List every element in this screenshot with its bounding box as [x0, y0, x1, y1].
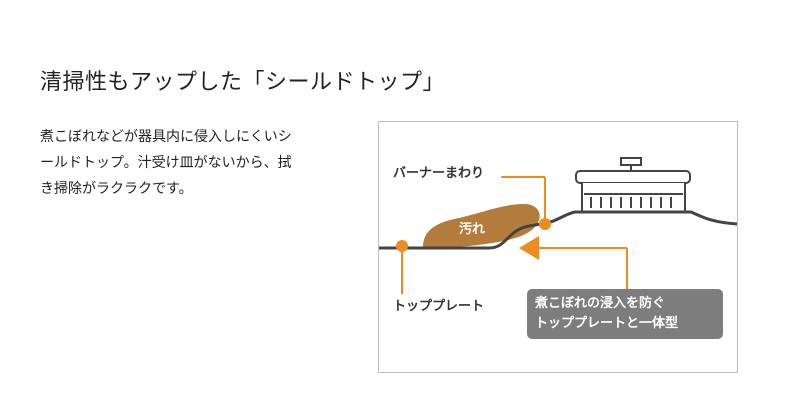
shield-top-diagram: バーナーまわり 汚れ トッププレート 煮こぼれの浸入を防ぐ トッププレートと一体…: [378, 121, 738, 373]
burner-body: [575, 157, 691, 213]
callout-line: トッププレートと一体型: [535, 316, 679, 331]
page-heading: 清掃性もアップした「シールドトップ」: [40, 70, 446, 95]
burner-area-label: バーナーまわり: [393, 166, 485, 181]
callout-line: 煮こぼれの浸入を防ぐ: [535, 296, 666, 311]
plate-point-dot: [396, 240, 408, 252]
callout-box: 煮こぼれの浸入を防ぐ トッププレートと一体型: [527, 289, 723, 339]
stain-label: 汚れ: [459, 222, 486, 237]
arrow-shape: [519, 236, 539, 260]
description-line: ールドトップ。汁受け皿がないから、拭: [40, 155, 292, 171]
top-plate-line: [379, 210, 737, 250]
description-line: き掃除がラクラクです。: [40, 181, 193, 197]
burner-ports: [590, 197, 672, 208]
description-text: 煮こぼれなどが器具内に侵入しにくいシ ールドトップ。汁受け皿がないから、拭 き掃…: [40, 124, 340, 202]
burner-point-dot: [539, 218, 551, 230]
description-line: 煮こぼれなどが器具内に侵入しにくいシ: [40, 129, 292, 145]
top-plate-label: トッププレート: [393, 299, 485, 314]
diagram-illustration: [379, 157, 737, 294]
